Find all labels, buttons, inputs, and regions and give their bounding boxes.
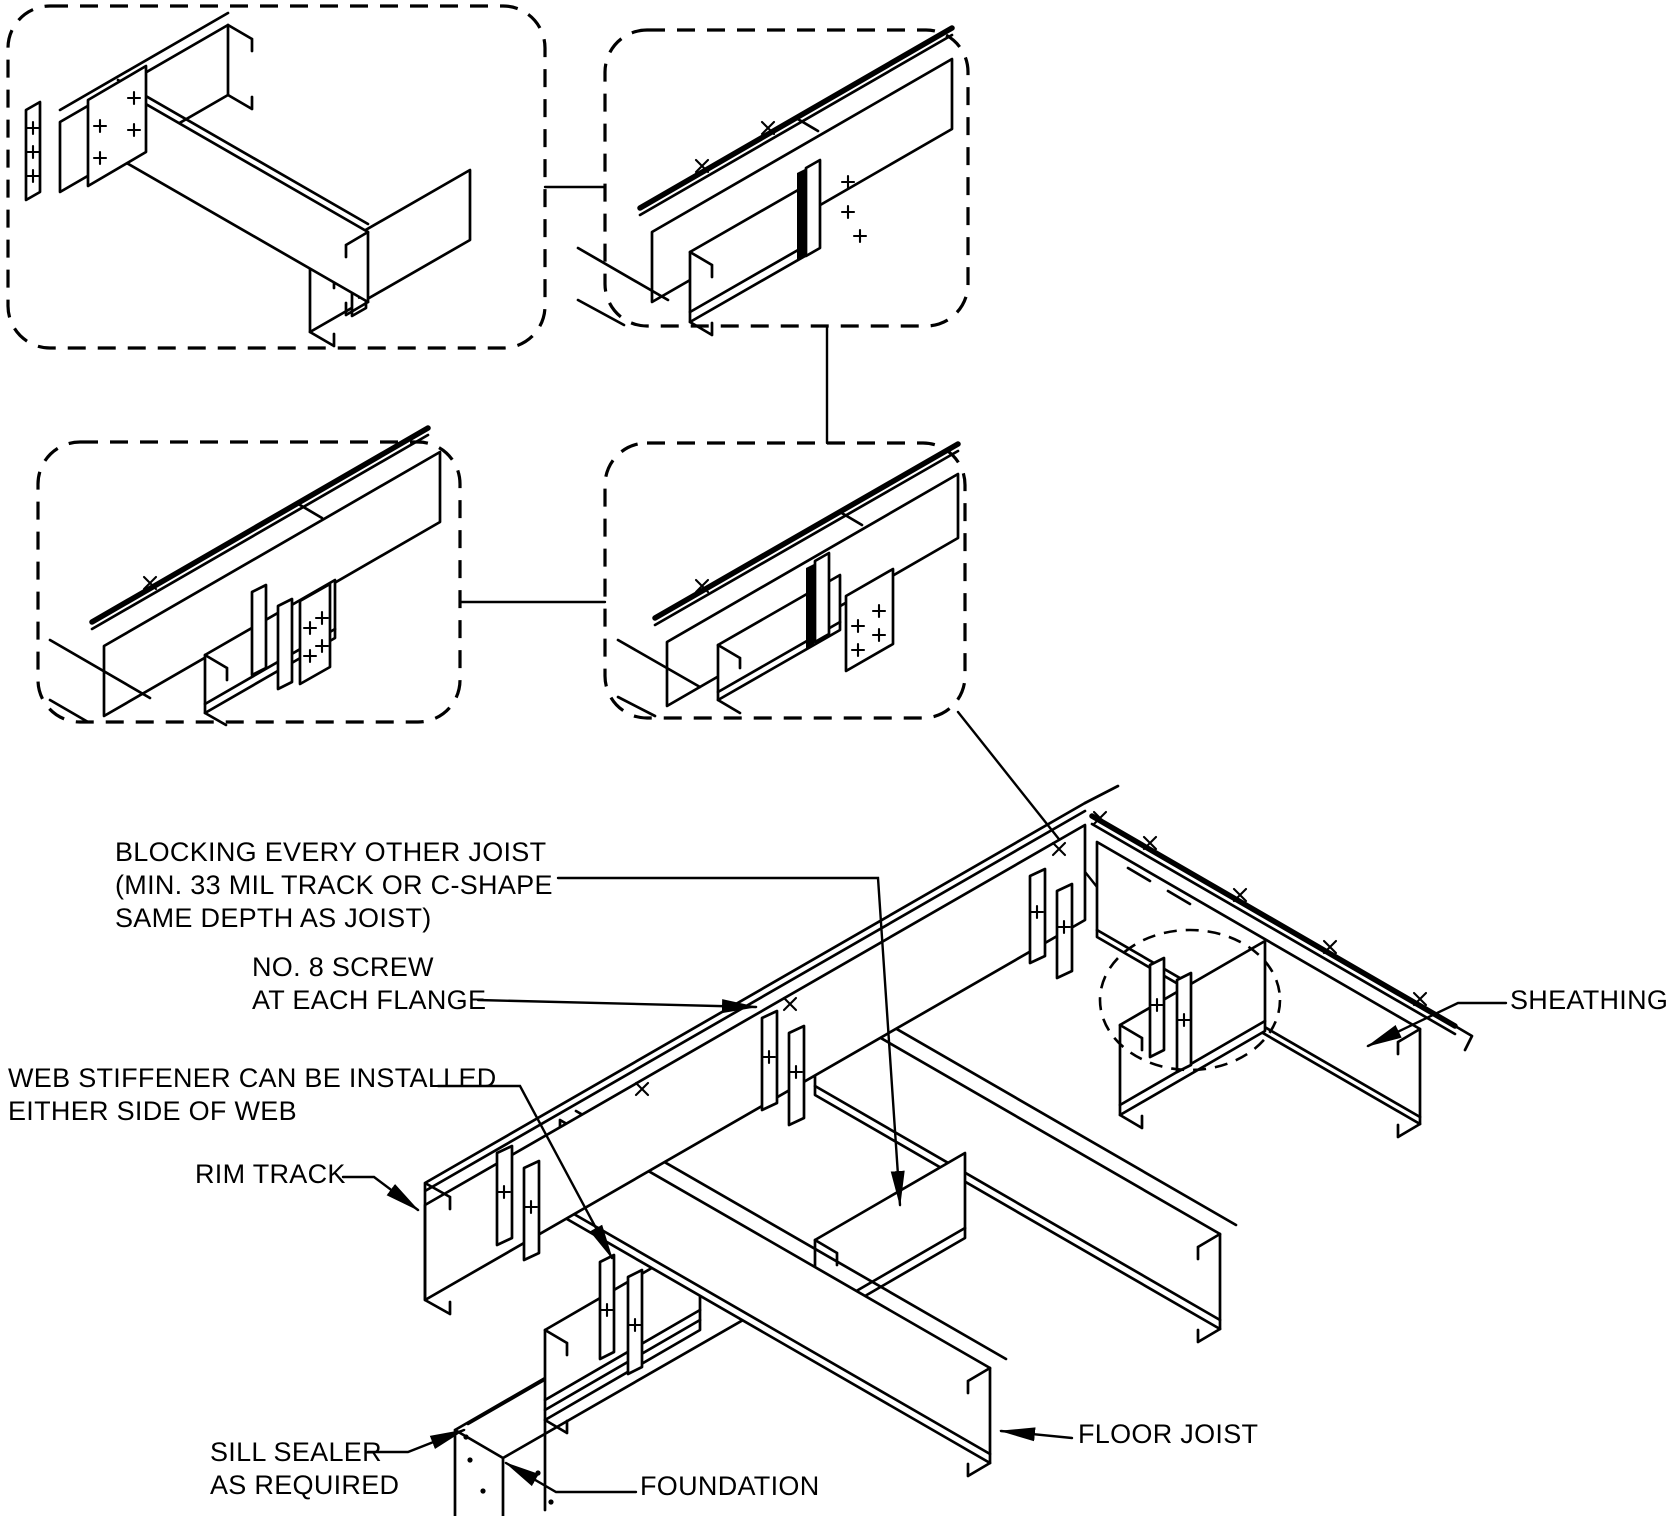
label-web-stiffener: WEB STIFFENER CAN BE INSTALLED EITHER SI… <box>8 1063 497 1126</box>
label-floor-joist: FLOOR JOIST <box>1078 1419 1259 1449</box>
sill-track-drawing <box>543 1238 702 1435</box>
label-no8-screw: NO. 8 SCREW AT EACH FLANGE <box>252 952 487 1015</box>
foundation-leader-line <box>504 1461 638 1494</box>
dashed-detail-circle <box>1098 928 1282 1072</box>
label-blocking: BLOCKING EVERY OTHER JOIST (MIN. 33 MIL … <box>115 837 553 933</box>
web-stiffener-leader-line <box>436 1084 614 1260</box>
main-isometric-view <box>423 784 1474 1516</box>
web-stiffener-plates-drawing <box>495 867 1074 1262</box>
label-sheathing: SHEATHING <box>1510 985 1669 1015</box>
inset-detail-mid-left <box>36 425 462 727</box>
sheathing-drawing <box>1083 784 1474 1052</box>
label-rim-track: RIM TRACK <box>195 1159 346 1189</box>
floor-joist-leader-line <box>999 1427 1074 1442</box>
screw-marks <box>634 810 1428 1097</box>
sheathing-leader-line <box>1366 1001 1508 1048</box>
rim-track-leader-line <box>341 1175 420 1212</box>
leader-lines <box>341 876 1508 1494</box>
blocking-piece-upper-drawing <box>1118 939 1267 1130</box>
label-foundation: FOUNDATION <box>640 1471 820 1501</box>
label-sill-sealer: SILL SEALER AS REQUIRED <box>210 1437 400 1500</box>
inset-detail-top-left <box>6 4 547 350</box>
no8-screw-leader-line <box>476 998 758 1014</box>
inset-detail-mid-right <box>603 441 967 720</box>
inset-detail-top-right <box>576 25 970 337</box>
blocking-leader-line <box>556 876 905 1207</box>
sill-sealer-leader-line <box>366 1428 466 1454</box>
